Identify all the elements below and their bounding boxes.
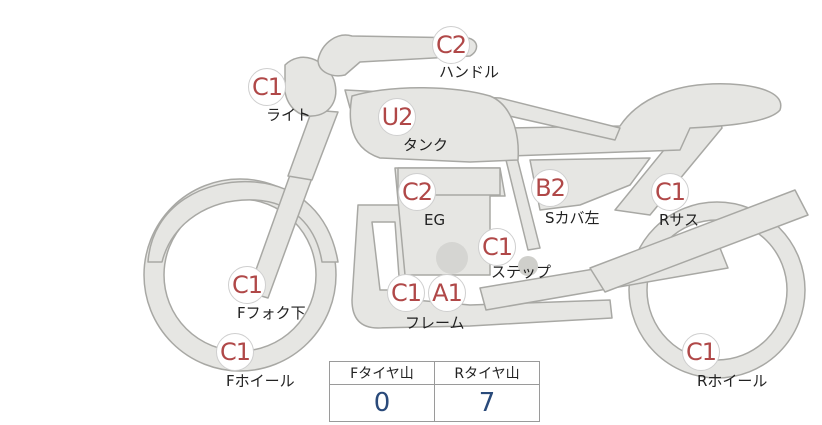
tire-tread-table: Fタイヤ山 Rタイヤ山 0 7 — [329, 361, 540, 422]
grade-badge-front-wheel: C1 — [216, 333, 254, 371]
muffler — [589, 189, 809, 293]
front-tread-value: 0 — [329, 384, 435, 422]
fork-upper — [287, 109, 339, 181]
part-label-front-fork-lower: Fフォク下 — [237, 304, 306, 322]
grade-badge-engine: C2 — [398, 173, 436, 211]
part-label-front-wheel: Fホイール — [226, 372, 295, 390]
grade-badge-step: C1 — [478, 228, 516, 266]
part-label-tank: タンク — [403, 136, 449, 154]
part-label-handle: ハンドル — [439, 63, 500, 81]
grade-badge-front-fork-lower: C1 — [228, 266, 266, 304]
grade-badge-tank: U2 — [378, 98, 416, 136]
part-label-engine: EG — [424, 211, 446, 229]
part-label-frame: フレーム — [405, 314, 465, 332]
engine-cover — [436, 242, 468, 274]
rear-tread-header: Rタイヤ山 — [434, 361, 540, 385]
front-tread-header: Fタイヤ山 — [329, 361, 435, 385]
step-peg — [518, 256, 538, 276]
grade-badge-rear-wheel: C1 — [682, 333, 720, 371]
rear-tread-value: 7 — [434, 384, 540, 422]
part-label-side-cover-left: Sカバ左 — [545, 209, 600, 227]
seat — [504, 83, 782, 157]
part-label-step: ステップ — [491, 263, 552, 281]
grade-badge-light: C1 — [248, 68, 286, 106]
part-label-rear-suspension: Rサス — [659, 211, 700, 229]
part-label-light: ライト — [266, 106, 312, 124]
grade-badge-side-cover-left: B2 — [531, 169, 569, 207]
grade-badge-frame-2: A1 — [428, 274, 466, 312]
headlight — [284, 56, 337, 117]
grade-badge-handle: C2 — [432, 26, 470, 64]
grade-badge-rear-suspension: C1 — [651, 173, 689, 211]
grade-badge-frame-1: C1 — [387, 274, 425, 312]
part-label-rear-wheel: Rホイール — [697, 372, 768, 390]
